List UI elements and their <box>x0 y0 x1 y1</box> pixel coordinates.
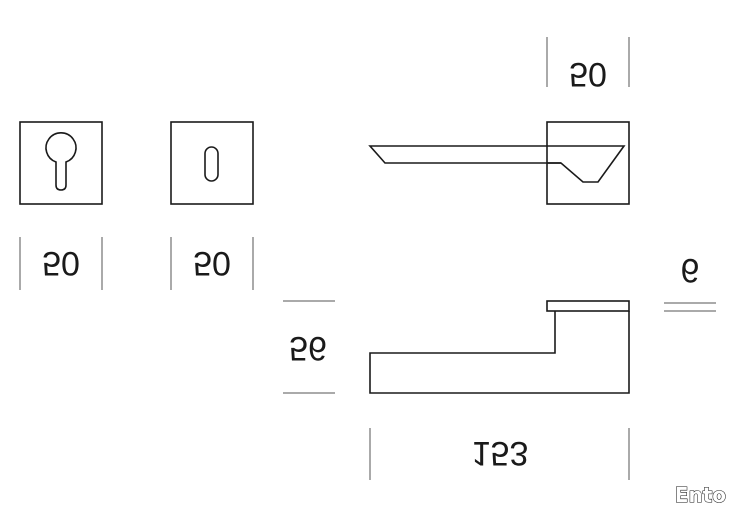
lever-top-view <box>368 145 626 183</box>
dim-label-handle-length: 153 <box>472 434 529 472</box>
euro-cylinder-cutout <box>45 132 77 191</box>
dim-label-rose-thickness: 6 <box>681 251 700 289</box>
keyhole-cutout <box>204 146 219 182</box>
dimension-rose-thickness: 6 <box>664 251 716 312</box>
dim-label-rose-top: 50 <box>569 55 607 93</box>
brand-logo-text: Ento <box>675 483 726 507</box>
dimension-escutcheon-key: 50 <box>170 237 254 290</box>
rose-side-view <box>546 300 630 312</box>
dim-label-escutcheon-key: 50 <box>193 244 231 282</box>
dim-label-escutcheon-euro: 50 <box>42 244 80 282</box>
dimension-escutcheon-euro: 50 <box>19 237 103 290</box>
dimension-rose-width-top: 50 <box>546 37 630 93</box>
escutcheon-euro-plate <box>19 121 103 205</box>
dim-label-handle-height: 56 <box>289 329 327 367</box>
lever-side-view <box>369 311 630 394</box>
escutcheon-euro-profile <box>19 121 103 205</box>
escutcheon-keyhole <box>170 121 254 205</box>
handle-side-view <box>369 300 630 394</box>
handle-top-view <box>368 121 630 205</box>
escutcheon-key-plate <box>170 121 254 205</box>
dimension-handle-height: 56 <box>283 300 335 394</box>
dimension-handle-length: 153 <box>369 428 630 480</box>
